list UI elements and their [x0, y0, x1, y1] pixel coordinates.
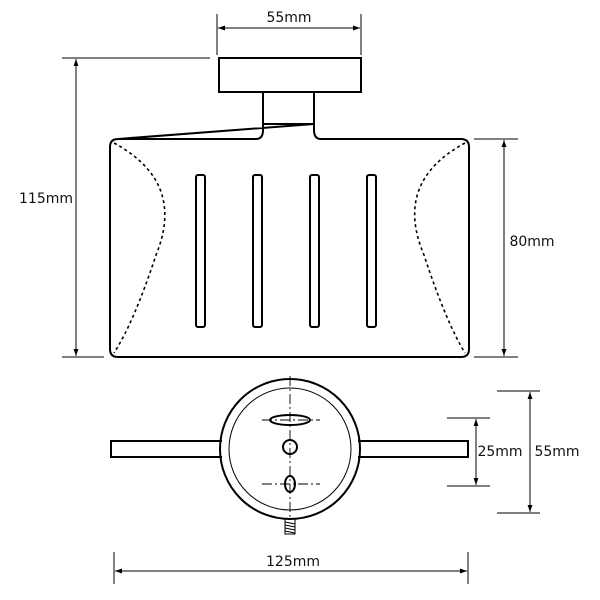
dim-label-depth-flange: 25mm — [477, 444, 522, 460]
dim-width-overall: 125mm — [113, 552, 469, 584]
mounting-slot-upper — [269, 414, 311, 426]
dim-label-width-top: 55mm — [266, 10, 311, 26]
front-view — [109, 57, 470, 358]
drain-slot — [195, 174, 206, 328]
dim-label-width-overall: 125mm — [266, 554, 320, 570]
dim-depth-overall: 55mm — [497, 390, 580, 514]
dim-label-depth-overall: 55mm — [534, 444, 579, 460]
tray-arm-left — [110, 440, 222, 458]
mounting-slot-lower — [284, 475, 296, 493]
drain-slot — [366, 174, 377, 328]
drain-slot — [309, 174, 320, 328]
dim-height-tray: 80mm — [474, 138, 555, 358]
set-screw-icon — [284, 518, 296, 535]
dim-height-overall: 115mm — [19, 57, 210, 358]
soap-tray — [109, 122, 470, 358]
dim-width-top: 55mm — [216, 10, 362, 55]
top-view — [110, 376, 469, 535]
dim-label-height-tray: 80mm — [509, 234, 554, 250]
mount-neck — [262, 91, 315, 125]
dim-depth-flange: 25mm — [447, 417, 523, 487]
drain-slot — [252, 174, 263, 328]
tray-arm-right — [358, 440, 469, 458]
mounting-hole-center — [282, 439, 298, 455]
wall-plate — [218, 57, 362, 93]
dim-label-height-overall: 115mm — [19, 191, 73, 207]
hidden-arc-left — [113, 142, 166, 354]
hidden-arc-right — [413, 142, 466, 354]
